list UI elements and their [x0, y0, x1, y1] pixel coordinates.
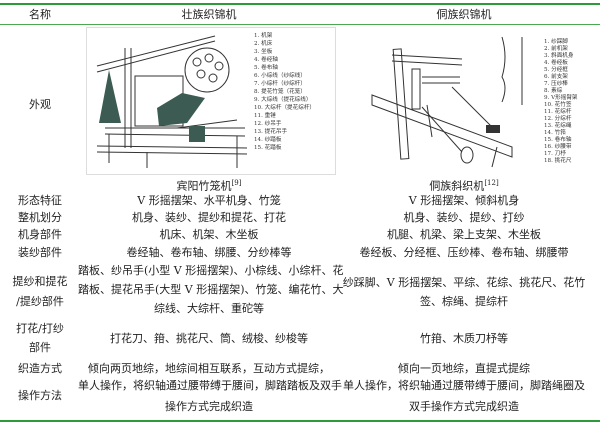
header-zhuang: 壮族织锦机: [181, 8, 237, 21]
legend-item: 6. 小综线（纱综线）: [254, 73, 306, 79]
dong-loom-drawing: [371, 36, 523, 168]
legend-item: 10. 大综杆（提花综杆）: [254, 105, 316, 111]
row-label: 部件: [29, 341, 51, 354]
legend-item: 15. 花踏板: [254, 145, 282, 151]
zhuang-loom-drawing: [96, 35, 248, 168]
legend-item: 5. 卷布轴: [254, 65, 278, 71]
legend-item: 6. 前支架: [544, 74, 568, 80]
legend-item: 18. 挑花尺: [544, 158, 572, 164]
caption-text: 侗族斜织机: [429, 179, 485, 193]
row-label: 提纱和提花: [12, 275, 68, 288]
zhuang-cell: 打花刀、箝、挑花尺、筒、绒梭、纱梭等: [110, 332, 308, 345]
row-label: 形态特征: [18, 194, 62, 207]
citation: [9]: [231, 179, 242, 187]
zhuang-cell: 综线、大综杆、重砣等: [154, 302, 264, 315]
zhuang-cell: 机床、机架、木坐板: [159, 228, 259, 241]
legend-item: 15. 卷布轴: [544, 137, 572, 143]
legend-item: 2. 前机架: [544, 46, 568, 52]
legend-item: 13. 花综绳: [544, 123, 572, 129]
zhuang-legend: 1. 机架 2. 机床 3. 坐板 4. 卷经轴 5. 卷布轴 6. 小综线（纱…: [254, 32, 315, 152]
legend-item: 10. 花竹签: [544, 102, 572, 108]
dong-cell: 双手操作方式完成织造: [409, 400, 519, 413]
dong-cell: 倾向一页地综，直提式提综: [398, 362, 530, 375]
legend-item: 16. 纱腰带: [544, 144, 572, 150]
legend-item: 8. 提花竹笼（花笼）: [254, 89, 306, 95]
dong-cell: 竹箝、木质刀杼等: [420, 332, 508, 345]
zhuang-loom-figure: 1. 机架 2. 机床 3. 坐板 4. 卷经轴 5. 卷布轴 6. 小综线（纱…: [86, 27, 336, 175]
dong-cell: 机身、装纱、提纱、打纱: [403, 211, 525, 224]
row-label: 打花/打纱: [16, 322, 64, 335]
dong-caption: 侗族斜织机[12]: [328, 175, 600, 195]
legend-item: 14. 纱踏板: [254, 137, 282, 143]
caption-text: 宾阳竹笼机: [176, 179, 232, 193]
top-rule: [0, 3, 600, 5]
zhuang-caption: 宾阳竹笼机[9]: [78, 175, 340, 195]
zhuang-cell: 踏板、纱吊手(小型 V 形摇摆架)、小棕线、小综杆、花: [78, 264, 344, 277]
dong-legend: 1. 纱踩脚 2. 前机架 3. 斜面机身 4. 卷经板 5. 分经框 6. 前…: [544, 39, 578, 165]
header-name: 名称: [29, 8, 51, 21]
legend-item: 7. 小综杆（纱综杆）: [254, 81, 306, 87]
zhuang-cell: 单人操作，将织轴通过腰带缚于腰间，脚踏踏板及双手: [78, 379, 342, 392]
zhuang-cell: 卷经轴、卷布轴、绑腰、分纱棒等: [126, 246, 292, 259]
row-label: 织造方式: [18, 362, 62, 375]
legend-item: 4. 卷经板: [544, 60, 568, 66]
legend-item: 3. 坐板: [254, 49, 273, 55]
header-dong: 侗族织锦机: [436, 8, 492, 21]
appearance-label: 外观: [29, 98, 51, 111]
dong-cell: 签、棕绳、提综杆: [420, 295, 508, 308]
legend-item: 13. 提花吊手: [254, 129, 288, 135]
zhuang-cell: V 形摇摆架、水平机身、竹笼: [137, 194, 281, 207]
legend-item: 12. 分综杆: [544, 116, 572, 122]
legend-item: 11. 重锤: [254, 113, 276, 119]
row-label: 装纱部件: [18, 246, 62, 259]
legend-item: 9. 大综线（提花综线）: [254, 97, 312, 103]
row-label: 机身部件: [18, 228, 62, 241]
dong-cell: 纱踩脚、V 形摇摆架、平综、花综、挑花尺、花竹: [342, 276, 586, 289]
legend-item: 14. 竹筘: [544, 130, 566, 136]
legend-item: 8. 素综: [544, 88, 563, 94]
legend-item: 4. 卷经轴: [254, 57, 278, 63]
legend-item: 9. V形摇臂架: [544, 95, 578, 101]
dong-cell: 机腿、机梁、梁上支架、木坐板: [387, 228, 541, 241]
bottom-rule: [0, 420, 600, 422]
legend-item: 1. 机架: [254, 33, 273, 39]
row-label: /提纱部件: [16, 295, 64, 308]
zhuang-cell: 机身、装纱、提纱和提花、打花: [132, 211, 286, 224]
row-label: 操作方法: [18, 389, 62, 402]
legend-item: 11. 花综杆: [544, 109, 572, 115]
legend-item: 12. 纱吊手: [254, 121, 282, 127]
legend-item: 2. 机床: [254, 41, 273, 47]
dong-cell: 单人操作，将织轴通过腰带缚于腰间，脚踏绳圈及: [343, 379, 585, 392]
legend-item: 17. 刀杼: [544, 151, 566, 157]
legend-item: 3. 斜面机身: [544, 53, 574, 59]
zhuang-cell: 踏板、提花吊手(大型 V 形摇摆架)、竹笼、编花竹、大: [78, 283, 344, 296]
citation: [12]: [484, 179, 499, 187]
legend-item: 5. 分经框: [544, 67, 568, 73]
zhuang-cell: 操作方式完成织造: [165, 400, 253, 413]
dong-loom-figure: 1. 纱踩脚 2. 前机架 3. 斜面机身 4. 卷经板 5. 分经框 6. 前…: [352, 27, 598, 173]
row-label: 整机划分: [18, 211, 62, 224]
legend-item: 7. 压纱棒: [544, 81, 568, 87]
dong-cell: 卷经板、分经框、压纱棒、卷布轴、绑腰带: [359, 246, 569, 259]
zhuang-cell: 倾向两页地综，地综间相互联系，互动方式提综，: [88, 362, 330, 375]
legend-item: 1. 纱踩脚: [544, 39, 568, 45]
dong-cell: V 形摇摆架、倾斜机身: [408, 194, 520, 207]
header-rule: [0, 24, 600, 25]
